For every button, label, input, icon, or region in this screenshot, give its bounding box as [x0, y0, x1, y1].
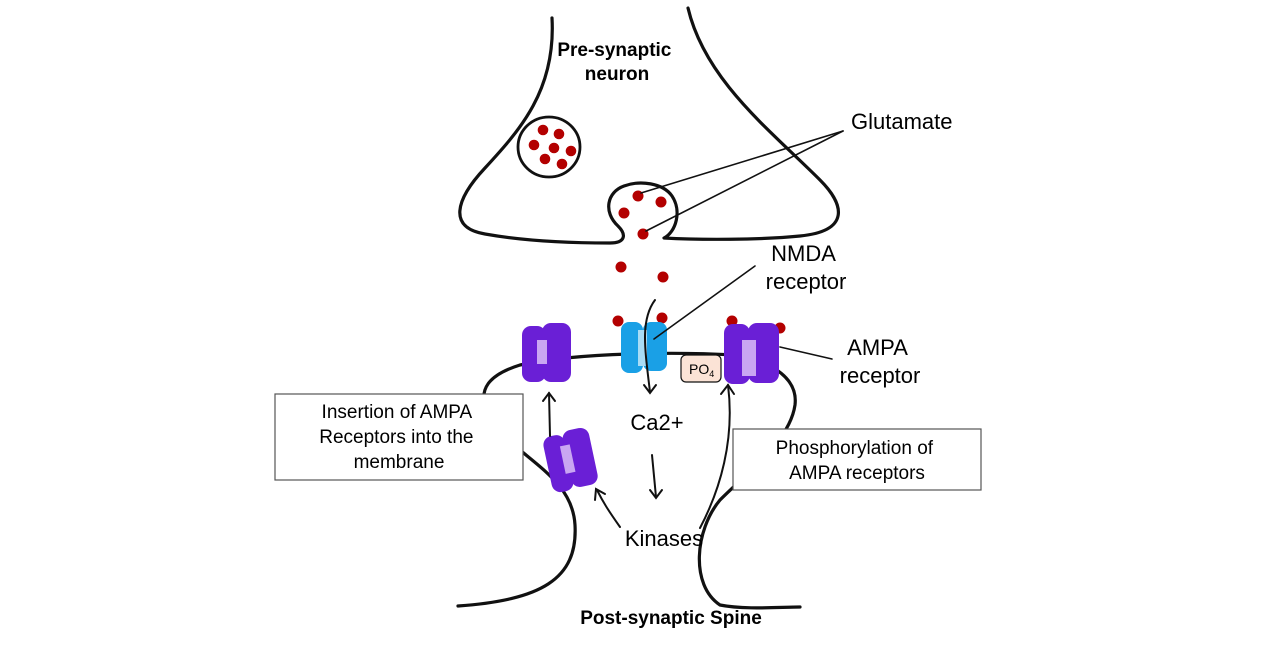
phosphorylation-line-2: AMPA receptors	[789, 463, 925, 484]
po4-subscript: 4	[709, 369, 714, 379]
po4-label: PO	[689, 361, 709, 377]
presynaptic-label: Pre-synaptic neuron	[557, 40, 676, 85]
insertion-line-2: Receptors into the	[319, 427, 473, 448]
svg-text:Phosphorylation of AMPA: Phosphorylation of AMPA receptors	[776, 438, 939, 484]
ca2-label: Ca2+	[630, 410, 683, 435]
presynaptic-membrane	[458, 6, 840, 245]
ampa-receptor-internal	[543, 427, 598, 493]
insertion-line-3: membrane	[354, 452, 445, 473]
glutamate-pointer-lines	[640, 130, 844, 232]
ampa-receptor-right	[724, 323, 779, 384]
vesicle-glutamate-dots	[528, 124, 577, 170]
svg-text:Insertion of AMPA Recept: Insertion of AMPA Receptors into the mem…	[319, 402, 478, 473]
phosphorylation-box: Phosphorylation of AMPA receptors	[732, 428, 982, 491]
arrows	[542, 299, 735, 529]
nmda-receptor	[621, 322, 667, 373]
postsynaptic-membrane	[456, 351, 802, 610]
insertion-line-1: Insertion of AMPA	[322, 402, 473, 423]
nmda-receptor-label: NMDA receptor	[766, 241, 847, 294]
released-glutamate-dots	[612, 190, 786, 334]
kinases-label: Kinases	[625, 526, 703, 551]
svg-text:PO4: PO4	[689, 361, 714, 379]
glutamate-label: Glutamate	[851, 109, 953, 134]
nmda-pointer-line	[653, 265, 756, 340]
postsynaptic-label: Post-synaptic Spine	[580, 608, 762, 629]
ampa-pointer-line	[779, 346, 833, 360]
insertion-box: Insertion of AMPA Receptors into the mem…	[274, 393, 524, 481]
ampa-receptor-label: AMPA receptor	[840, 335, 921, 388]
synaptic-vesicle	[516, 115, 582, 179]
ampa-receptor-left	[522, 323, 571, 382]
po4-badge: PO4	[680, 354, 722, 383]
phosphorylation-line-1: Phosphorylation of	[776, 438, 934, 459]
